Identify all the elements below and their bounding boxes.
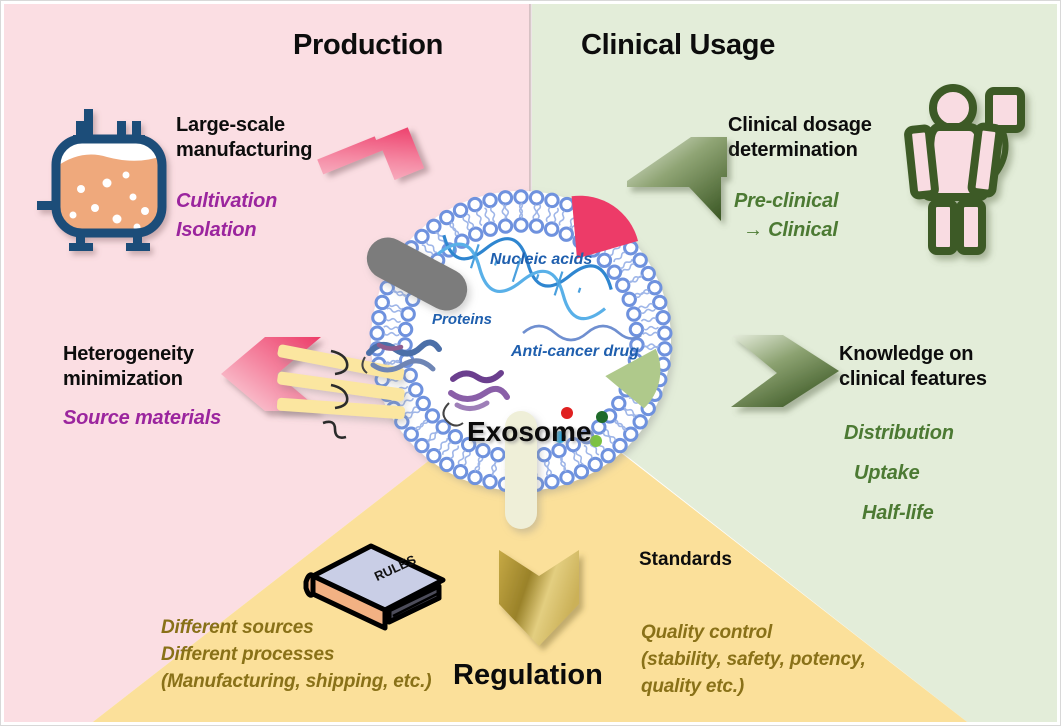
exosome-vesicle-graphic	[276, 161, 701, 529]
sub-line-isolation: Isolation	[176, 219, 257, 241]
clinical-dosage-determination-heading: Clinical dosage determination	[728, 113, 918, 163]
pale-yellow-surface-protein	[505, 411, 537, 529]
proteins-label: Proteins	[432, 311, 493, 328]
regulation-left-line-3: (Manufacturing, shipping, etc.)	[161, 671, 432, 692]
production-cultivation-isolation-sublist: Cultivation Isolation	[176, 187, 366, 245]
membrane-protein-tails	[322, 349, 349, 439]
patient-with-iv-bag-icon	[897, 79, 1047, 259]
sub-line-clinical: → Clinical	[743, 219, 838, 241]
heading-line-2: manufacturing	[176, 139, 313, 161]
yellow-membrane-proteins	[276, 344, 405, 420]
rna-strand-graphic	[522, 324, 642, 342]
heading-line-1: Heterogeneity	[63, 343, 194, 365]
heterogeneity-minimization-heading: Heterogeneity minimization	[63, 342, 248, 392]
pink-arrow-up-left-icon	[317, 127, 427, 234]
large-scale-manufacturing-heading: Large-scale manufacturing	[176, 113, 346, 163]
sub-line-pre-clinical: Pre-clinical	[734, 190, 839, 212]
rules-book-icon: RULES	[293, 526, 453, 641]
knowledge-clinical-features-heading: Knowledge on clinical features	[839, 342, 1039, 392]
grey-surface-protein	[366, 237, 468, 311]
clinical-dosage-sublist: Pre-clinical → Clinical	[734, 187, 924, 245]
clinical-usage-section-title: Clinical Usage	[581, 29, 776, 61]
regulation-right-line-3: quality etc.)	[641, 676, 744, 697]
heading-line-1: Large-scale	[176, 114, 285, 136]
clinical-features-sublist: Distribution Uptake Half-life	[844, 413, 1044, 533]
production-section-title: Production	[293, 29, 444, 61]
sub-line-distribution: Distribution	[844, 422, 954, 444]
regulation-left-line-1: Different sources	[161, 617, 314, 638]
sub-line-cultivation: Cultivation	[176, 190, 278, 212]
green-surface-marker	[605, 348, 661, 409]
sub-line-half-life: Half-life	[862, 502, 934, 524]
production-source-materials-sublist: Source materials	[63, 404, 283, 433]
heading-line-2: minimization	[63, 368, 183, 390]
regulation-section-title: Regulation	[453, 659, 603, 691]
heading-line-1: Knowledge on	[839, 343, 974, 365]
heading-line-1: Clinical dosage	[728, 114, 872, 136]
exosome-label: Exosome	[467, 416, 592, 447]
standards-label: Standards	[639, 549, 732, 570]
protein-structures-graphic	[361, 339, 510, 427]
pink-surface-marker	[571, 195, 639, 259]
bioreactor-icon	[29, 93, 189, 253]
heading-line-2: determination	[728, 139, 858, 161]
dna-helix-graphic	[436, 234, 613, 321]
regulation-right-line-1: Quality control	[641, 622, 773, 643]
green-arrow-right-icon	[727, 331, 847, 419]
regulation-left-text: Different sources Different processes (M…	[161, 614, 531, 695]
green-arrow-up-right-icon	[621, 129, 736, 237]
regulation-right-line-2: (stability, safety, potency,	[641, 649, 866, 670]
regulation-right-text: Quality control (stability, safety, pote…	[641, 619, 971, 700]
regulation-left-line-2: Different processes	[161, 644, 335, 665]
gold-arrow-down-icon	[495, 546, 587, 658]
sub-line-uptake: Uptake	[854, 462, 920, 484]
anti-cancer-drug-dots	[554, 407, 608, 447]
anti-cancer-drug-label: Anti-cancer drug	[511, 343, 640, 360]
nucleic-acids-label: Nucleic acids	[490, 251, 593, 268]
regulation-region	[92, 381, 968, 723]
sub-line-source-materials: Source materials	[63, 407, 221, 429]
heading-line-2: clinical features	[839, 368, 987, 390]
